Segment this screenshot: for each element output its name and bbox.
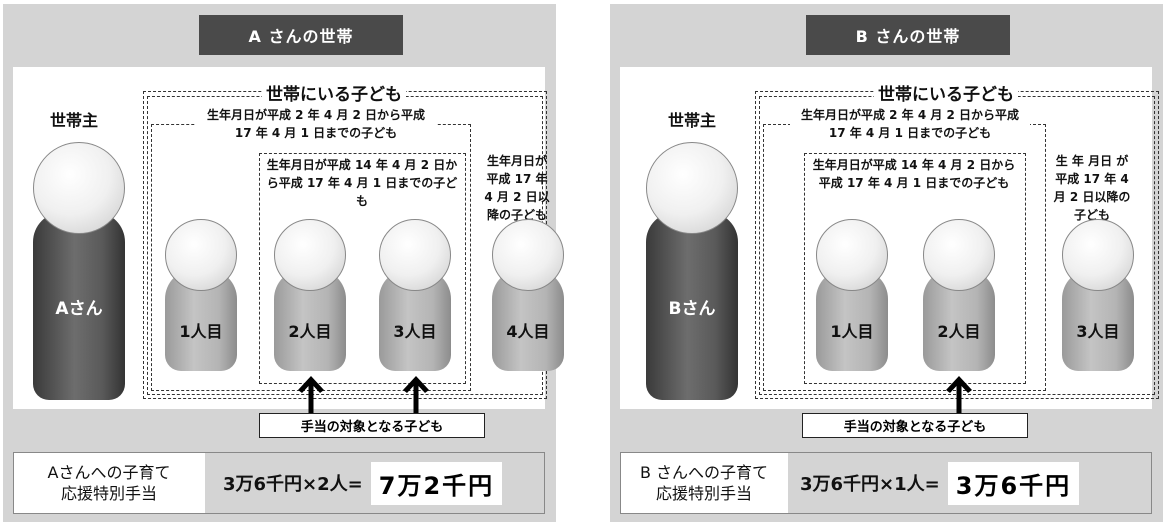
head-icon xyxy=(165,219,237,291)
head-icon xyxy=(492,219,564,291)
head-icon xyxy=(33,142,125,234)
panel-title: B さんの世帯 xyxy=(806,15,1010,55)
child-figure: 4人目 xyxy=(492,219,564,371)
arrow-up-icon xyxy=(946,376,972,416)
group1-label: 生年月日が平成 2 年 4 月 2 日から平成 17 年 4 月 1 日までの子… xyxy=(196,106,436,142)
child-figure: 2人目 xyxy=(923,219,995,371)
child-figure: 2人目 xyxy=(274,219,346,371)
group2-label: 生年月日が平成 14 年 4 月 2 日から平成 17 年 4 月 1 日までの… xyxy=(266,158,458,208)
householder-figure: Bさん xyxy=(646,142,738,400)
child-label: 1人目 xyxy=(165,269,237,371)
benefit-label-line2: 応援特別手当 xyxy=(655,484,752,503)
children-header: 世帯にいる子ども xyxy=(874,80,1018,105)
benefit-calculation: 3万6千円×1人= 3万6千円 xyxy=(788,453,1151,513)
benefit-label-line2: 応援特別手当 xyxy=(60,484,157,503)
panel-title: A さんの世帯 xyxy=(199,15,403,55)
calculation-result: 3万6千円 xyxy=(947,461,1080,505)
head-icon xyxy=(274,219,346,291)
group2-box xyxy=(804,153,1026,384)
household-a-panel: A さんの世帯 世帯主 Aさん 世帯にいる子ども 生年月日が平成 2 年 4 月… xyxy=(3,4,564,522)
group3-label: 生 年 月日 が 平成 17 年 4 月 2 日以降の子ども xyxy=(1053,154,1131,222)
head-icon xyxy=(379,219,451,291)
calculation-formula: 3万6千円×2人= xyxy=(223,474,363,495)
householder-label: 世帯主 xyxy=(50,111,99,130)
head-icon xyxy=(816,219,888,291)
group1-label: 生年月日が平成 2 年 4 月 2 日から平成 17 年 4 月 1 日までの子… xyxy=(790,106,1030,142)
benefit-calculation: 3万6千円×2人= 7万2千円 xyxy=(205,453,544,513)
head-icon xyxy=(646,142,738,234)
householder-name: Aさん xyxy=(33,212,125,400)
head-icon xyxy=(923,219,995,291)
head-icon xyxy=(1062,219,1134,291)
child-label: 2人目 xyxy=(274,269,346,371)
target-children-label: 手当の対象となる子ども xyxy=(802,413,1028,438)
group2-box xyxy=(259,153,466,384)
arrow-up-icon xyxy=(403,376,429,416)
household-b-panel: B さんの世帯 世帯主 Bさん 世帯にいる子ども 生年月日が平成 2 年 4 月… xyxy=(610,4,1163,522)
group2-label: 生年月日が平成 14 年 4 月 2 日から平成 17 年 4 月 1 日までの… xyxy=(812,158,1016,190)
arrow-up-icon xyxy=(298,376,324,416)
group3-label: 生年月日が 平成 17 年 4 月 2 日以降の子ども xyxy=(484,154,550,222)
target-children-label: 手当の対象となる子ども xyxy=(259,413,485,438)
calculation-result: 7万2千円 xyxy=(370,461,503,505)
benefit-summary: B さんへの子育て 応援特別手当 3万6千円×1人= 3万6千円 xyxy=(620,452,1152,514)
householder-name: Bさん xyxy=(646,212,738,400)
benefit-label: Aさんへの子育て 応援特別手当 xyxy=(14,453,204,513)
child-figure: 3人目 xyxy=(379,219,451,371)
householder-label: 世帯主 xyxy=(668,111,717,130)
calculation-formula: 3万6千円×1人= xyxy=(800,474,940,495)
benefit-label-line1: B さんへの子育て xyxy=(639,463,769,482)
child-figure: 1人目 xyxy=(816,219,888,371)
benefit-label: B さんへの子育て 応援特別手当 xyxy=(621,453,787,513)
child-figure: 1人目 xyxy=(165,219,237,371)
householder-figure: Aさん xyxy=(33,142,125,400)
benefit-summary: Aさんへの子育て 応援特別手当 3万6千円×2人= 7万2千円 xyxy=(13,452,545,514)
benefit-label-line1: Aさんへの子育て xyxy=(47,463,171,482)
children-header: 世帯にいる子ども xyxy=(262,80,406,105)
child-figure: 3人目 xyxy=(1062,219,1134,371)
